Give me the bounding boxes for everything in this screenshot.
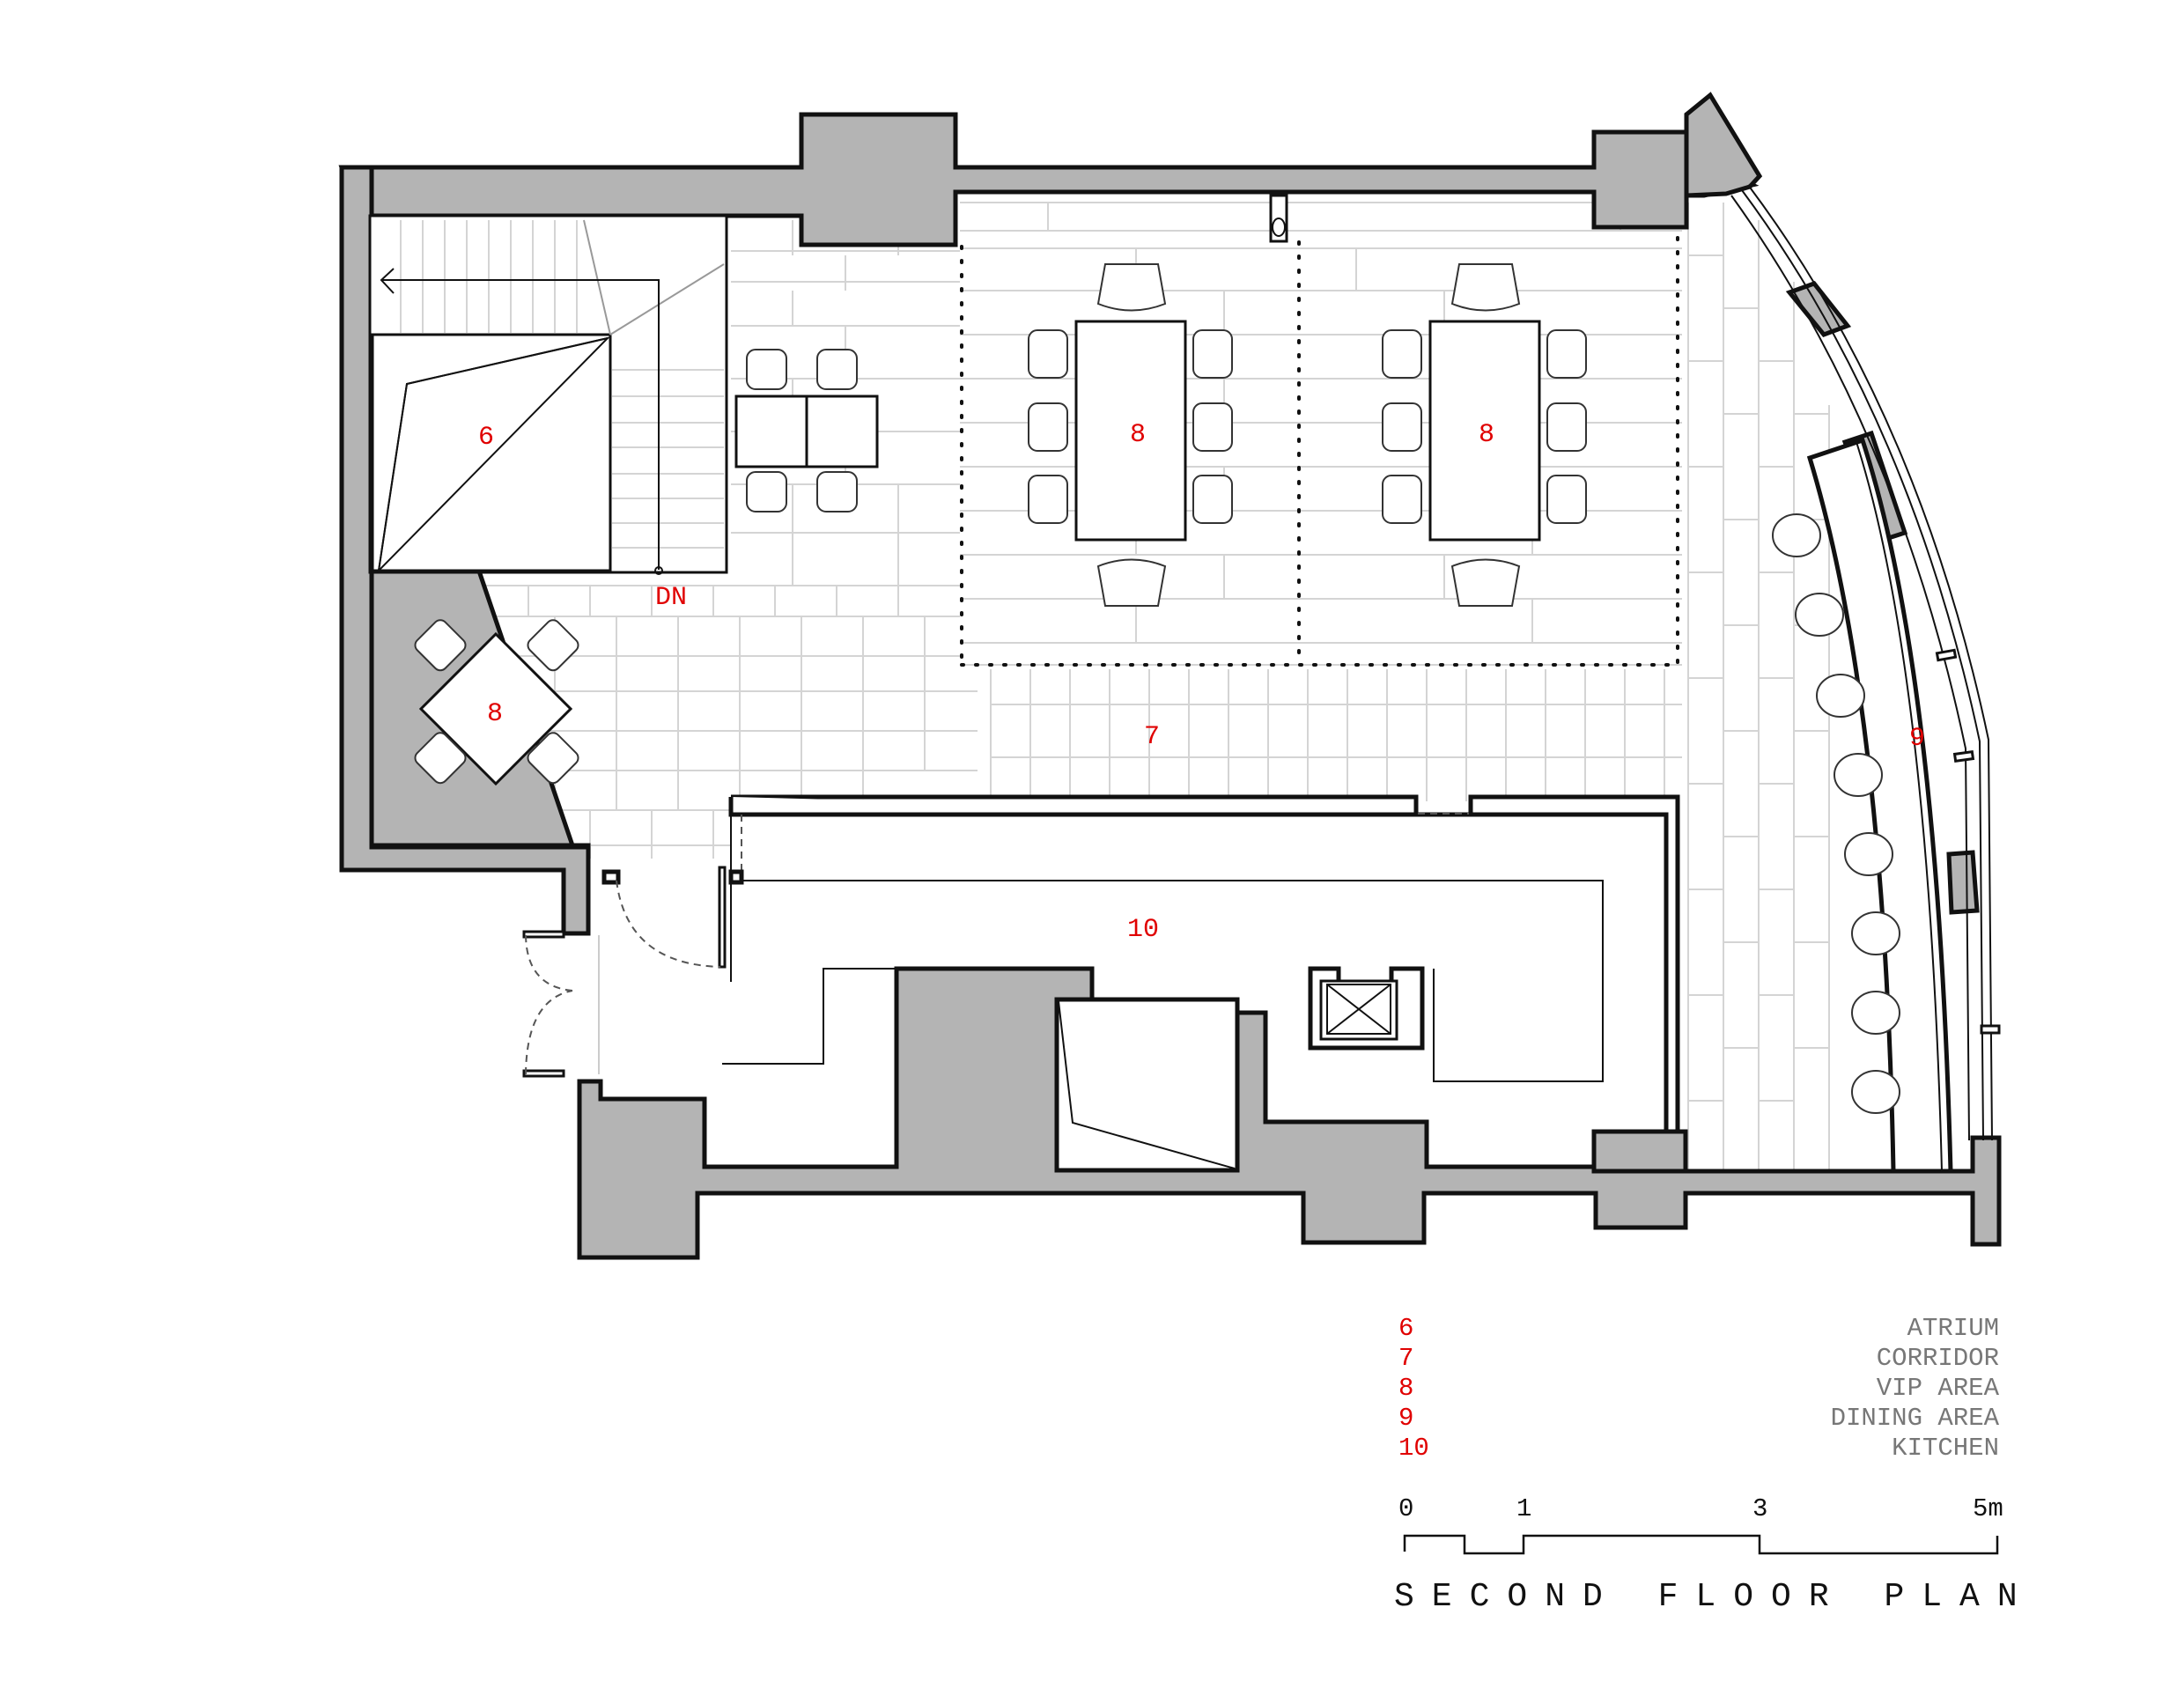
legend-number-9: 9 (1398, 1404, 1414, 1433)
scale-tick-3: 3 (1752, 1494, 1768, 1523)
legend-number-7: 7 (1398, 1344, 1414, 1373)
vip-table-left (1028, 263, 1233, 607)
legend-label-vip-area: VIP AREA (1876, 1374, 1999, 1403)
kitchen (601, 794, 1680, 1134)
scale-tick-5m: 5m (1973, 1494, 2003, 1523)
label-vip-table-2: 8 (1479, 420, 1494, 450)
label-corridor: 7 (1144, 722, 1160, 752)
room-labels: 6 DN 8 8 8 7 9 10 (478, 420, 1925, 945)
label-dining: 9 (1909, 724, 1925, 754)
scale-tick-1: 1 (1516, 1494, 1532, 1523)
legend-number-10: 10 (1398, 1434, 1429, 1463)
label-vip-table-1: 8 (1130, 420, 1146, 450)
legend-names: ATRIUM CORRIDOR VIP AREA DINING AREA KIT… (1831, 1314, 1999, 1464)
legend-label-dining-area: DINING AREA (1830, 1404, 1999, 1433)
column-fixture (1269, 194, 1288, 243)
legend-label-atrium: ATRIUM (1907, 1314, 1999, 1343)
stair-atrium (368, 214, 728, 575)
kitchen-appliance (1308, 966, 1425, 1051)
table-4-seat-diamond (414, 619, 579, 786)
dining-counter (1806, 437, 1953, 1174)
vip-partition-dotted (960, 236, 1679, 667)
legend-number-6: 6 (1398, 1314, 1414, 1343)
legend-number-8: 8 (1398, 1374, 1414, 1403)
entrance-door (522, 930, 600, 1078)
scale-bar (1403, 1534, 1999, 1555)
legend-numbers: 6 7 8 9 10 (1398, 1314, 1429, 1464)
label-kitchen: 10 (1127, 915, 1159, 945)
legend-label-kitchen: KITCHEN (1892, 1434, 1999, 1463)
plan-title: SECOND FLOOR PLAN (1394, 1578, 2035, 1616)
scale-tick-0: 0 (1398, 1494, 1414, 1523)
label-stair-dn: DN (655, 583, 687, 613)
table-4-seat-rect (734, 349, 879, 512)
vip-table-right (1382, 263, 1587, 607)
kitchen-shaft (1054, 997, 1240, 1173)
curved-facade (1730, 184, 2001, 1141)
label-vip-diamond: 8 (487, 699, 503, 729)
legend-label-corridor: CORRIDOR (1876, 1344, 1999, 1373)
label-atrium: 6 (478, 423, 494, 453)
walls (338, 92, 2002, 1260)
dining-counter-stools (1772, 513, 1900, 1114)
